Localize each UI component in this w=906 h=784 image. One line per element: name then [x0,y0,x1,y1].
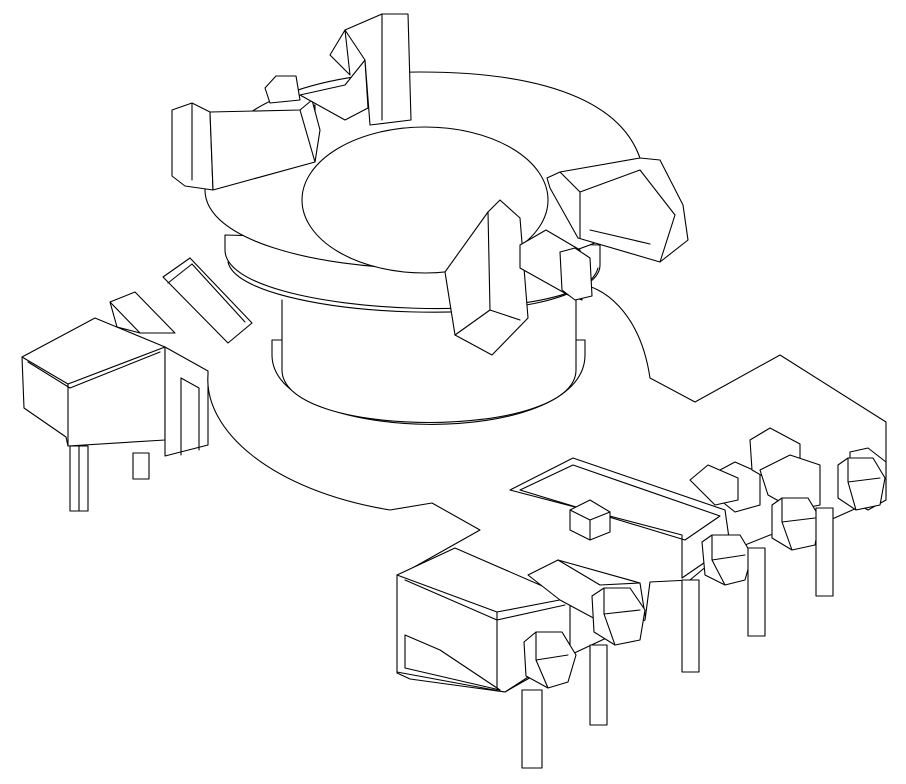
left-base-block [21,291,209,457]
left-base-pins [69,445,150,512]
right-pin-heads [701,457,886,586]
top-right-clip [444,157,689,356]
left-slot-bracket [162,257,253,344]
right-pins [681,507,834,673]
front-pins [521,644,608,769]
top-left-clip [171,13,412,191]
front-pin-heads [523,587,646,689]
